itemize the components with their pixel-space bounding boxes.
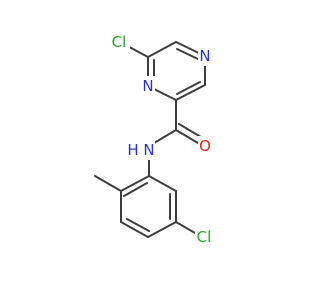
amide-nitrogen-label: N (143, 141, 154, 159)
chlorine-atom-label: Cl (112, 33, 127, 51)
bond-c1-c2-double (176, 48, 201, 61)
bond-b3-b4 (120, 221, 149, 238)
bond-n1-c3 (175, 84, 206, 101)
bond-n2-c5 (147, 41, 177, 58)
nitrogen-atom-label: N (142, 77, 153, 95)
oxygen-atom-label: O (199, 137, 211, 155)
bond-b4-b5 (147, 221, 177, 238)
bond-methyl (94, 175, 122, 192)
bond-b3-b4-double (126, 218, 150, 232)
molecule-structure: Cl N N N H O Cl (94, 33, 212, 246)
amide-hydrogen-label: H (127, 141, 138, 159)
bond-b1-b2-double (123, 182, 148, 197)
bond-b5-cl (175, 221, 196, 234)
bond-b1-b2 (120, 175, 150, 192)
chlorine-atom-label: Cl (197, 228, 212, 246)
bond-b6-b1 (148, 175, 177, 192)
nitrogen-atom-label: N (199, 47, 210, 65)
bond-n1-c3-double (176, 81, 201, 95)
